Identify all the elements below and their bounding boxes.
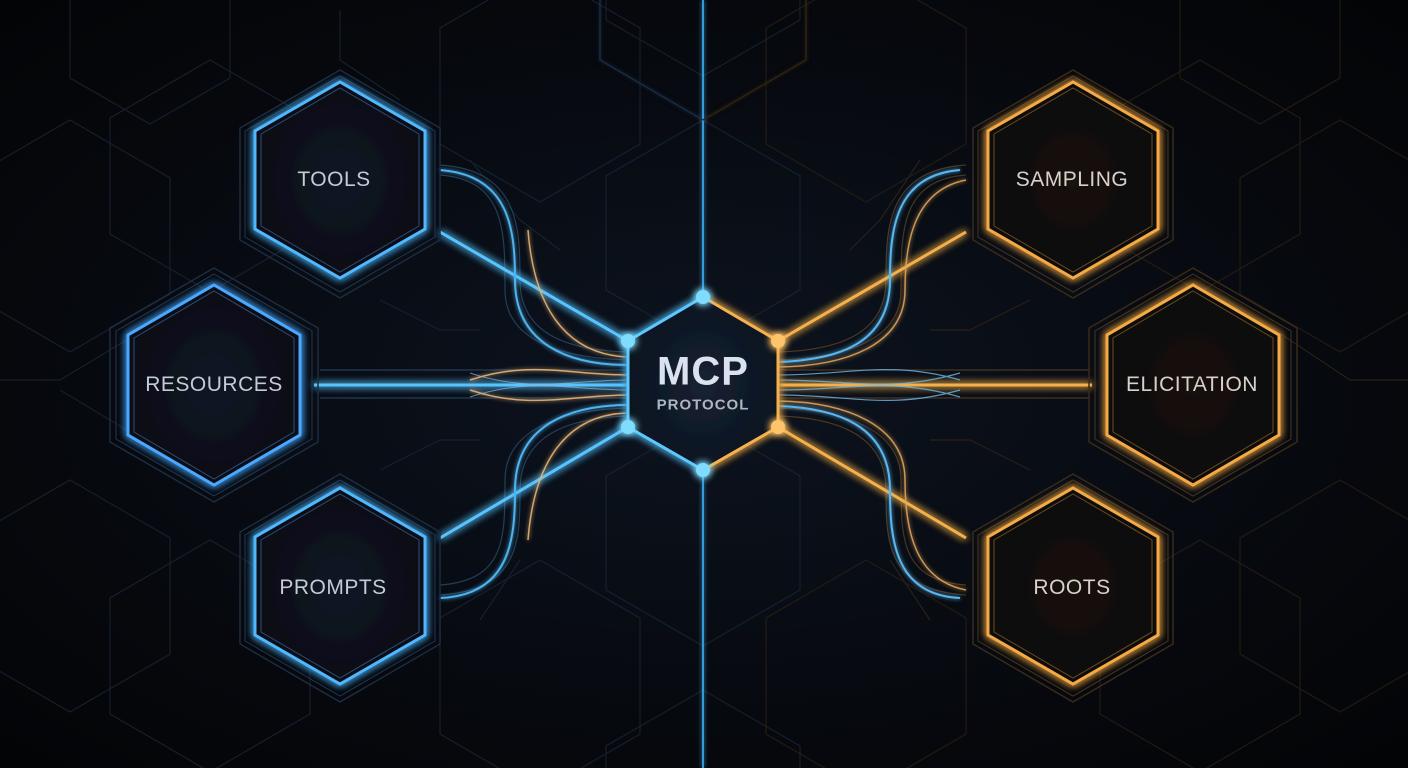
left-connectors xyxy=(314,164,629,599)
hex-resources[interactable] xyxy=(109,267,319,503)
label-prompts: PROMPTS xyxy=(279,576,387,599)
mcp-title: MCP xyxy=(657,349,749,394)
label-roots: ROOTS xyxy=(1033,576,1111,599)
node-dot-top xyxy=(696,290,710,304)
node-dot-bottom xyxy=(696,463,710,477)
node-dot-upper-right xyxy=(771,334,785,348)
label-resources: RESOURCES xyxy=(145,373,283,396)
hex-roots[interactable] xyxy=(972,473,1174,703)
hex-elicitation[interactable] xyxy=(1088,267,1298,503)
hex-sampling[interactable] xyxy=(972,69,1174,299)
center-vertical-links xyxy=(599,0,807,768)
label-tools: TOOLS xyxy=(297,168,371,191)
label-sampling: SAMPLING xyxy=(1015,168,1129,191)
node-dot-lower-right xyxy=(771,420,785,434)
node-dot-lower-left xyxy=(621,420,635,434)
right-connectors xyxy=(777,164,1092,599)
node-dot-upper-left xyxy=(621,334,635,348)
center-node-dots xyxy=(621,290,785,477)
label-elicitation: ELICITATION xyxy=(1126,373,1258,396)
mcp-subtitle: PROTOCOL xyxy=(656,396,750,414)
hex-prompts[interactable] xyxy=(239,473,441,703)
hex-tools[interactable] xyxy=(239,69,441,299)
